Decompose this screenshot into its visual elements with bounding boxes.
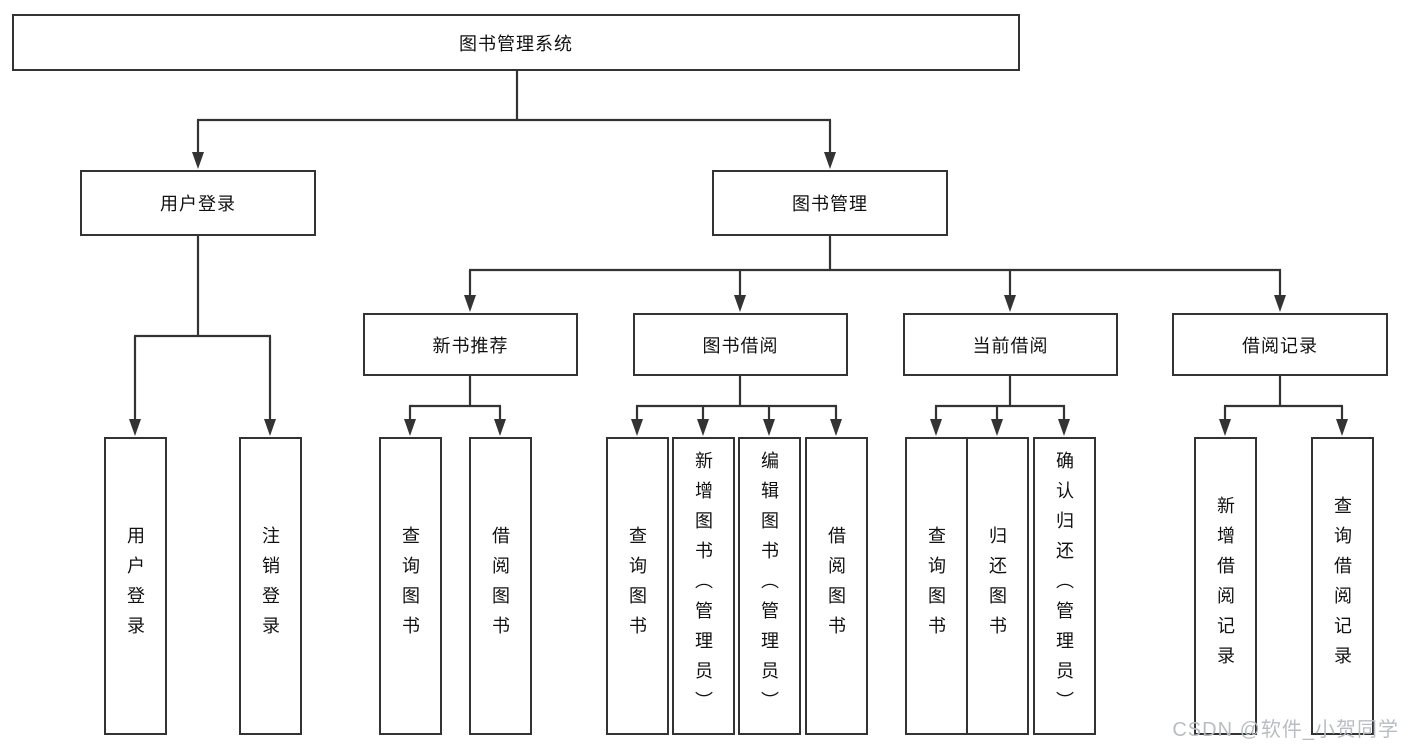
leaf-label-user-login: 用户登录 — [125, 526, 145, 646]
node-leaf-edit-books-admin: 编辑图书（管理员） — [737, 437, 801, 735]
node-label-user-login: 用户登录 — [160, 194, 236, 214]
leaf-label-query-books-3: 查询图书 — [926, 526, 946, 646]
connector-book-borrowing-split — [635, 376, 838, 421]
arrowhead-leaf-user-login — [129, 419, 141, 436]
leaf-label-borrow-books-1: 借阅图书 — [490, 526, 510, 646]
arrowhead-leaf-borrow-books-1 — [494, 419, 506, 436]
node-leaf-return-books: 归还图书 — [965, 437, 1029, 735]
arrowhead-leaf-query-books-1 — [404, 419, 416, 436]
node-leaf-borrow-books-1: 借阅图书 — [468, 437, 532, 735]
node-leaf-logout: 注销登录 — [238, 437, 302, 735]
arrowhead-leaf-logout — [264, 419, 276, 436]
node-current-borrowing: 当前借阅 — [903, 313, 1118, 376]
node-label-new-book-recommend: 新书推荐 — [432, 335, 509, 356]
node-leaf-add-books-admin: 新增图书（管理员） — [671, 437, 735, 735]
node-leaf-query-books-1: 查询图书 — [378, 437, 442, 735]
node-label-book-borrowing: 图书借阅 — [702, 335, 779, 356]
connector-root-to-level2 — [196, 71, 832, 154]
arrowhead-book-management — [824, 152, 836, 169]
connector-level2-to-level3 — [468, 236, 1282, 297]
node-book-management: 图书管理 — [712, 170, 948, 236]
node-label-current-borrowing: 当前借阅 — [972, 335, 1049, 356]
arrowhead-leaf-query-record — [1336, 419, 1348, 436]
node-library-management-system: 图书管理系统 — [12, 14, 1020, 71]
connector-current-borrowing-split — [934, 376, 1066, 421]
leaf-label-logout: 注销登录 — [260, 526, 280, 646]
connector-new-book-split — [408, 376, 502, 421]
node-leaf-query-borrow-record: 查询借阅记录 — [1310, 437, 1374, 735]
arrowhead-leaf-edit-books — [763, 419, 775, 436]
arrowhead-leaf-return-books — [991, 419, 1003, 436]
arrowhead-leaf-query-books-2 — [631, 419, 643, 436]
arrowhead-book-borrowing — [734, 295, 746, 312]
leaf-label-borrow-books-2: 借阅图书 — [826, 526, 846, 646]
arrowhead-borrowing-records — [1274, 295, 1286, 312]
node-label-book-management: 图书管理 — [792, 194, 868, 214]
csdn-watermark: CSDN @软件_小贺同学 — [1172, 719, 1399, 741]
leaf-label-edit-books-admin: 编辑图书（管理员） — [759, 451, 779, 721]
node-user-login: 用户登录 — [80, 170, 316, 236]
node-new-book-recommend: 新书推荐 — [363, 313, 578, 376]
leaf-label-return-books: 归还图书 — [987, 526, 1007, 646]
arrowhead-current-borrowing — [1004, 295, 1016, 312]
node-leaf-query-books-2: 查询图书 — [605, 437, 669, 735]
arrowhead-user-login — [192, 152, 204, 169]
node-label-root: 图书管理系统 — [459, 33, 573, 54]
arrowhead-new-book-recommend — [464, 295, 476, 312]
leaf-label-add-books-admin: 新增图书（管理员） — [693, 451, 713, 721]
node-leaf-confirm-return-admin: 确认归还（管理员） — [1032, 437, 1096, 735]
connector-borrowing-records-split — [1223, 376, 1344, 421]
arrowhead-leaf-add-record — [1219, 419, 1231, 436]
node-borrowing-records: 借阅记录 — [1172, 313, 1388, 376]
arrowhead-leaf-add-books — [697, 419, 709, 436]
node-leaf-query-books-3: 查询图书 — [904, 437, 968, 735]
leaf-label-query-books-1: 查询图书 — [400, 526, 420, 646]
arrowhead-leaf-borrow-books-2 — [830, 419, 842, 436]
node-book-borrowing: 图书借阅 — [633, 313, 848, 376]
arrowhead-leaf-query-books-3 — [930, 419, 942, 436]
arrowhead-leaf-confirm-return — [1058, 419, 1070, 436]
leaf-label-query-books-2: 查询图书 — [627, 526, 647, 646]
node-label-borrowing-records: 借阅记录 — [1242, 335, 1318, 356]
leaf-label-add-borrow-record: 新增借阅记录 — [1215, 496, 1235, 676]
connector-user-login-split — [133, 236, 272, 421]
node-leaf-user-login: 用户登录 — [103, 437, 167, 735]
node-leaf-add-borrow-record: 新增借阅记录 — [1193, 437, 1257, 735]
leaf-label-confirm-return-admin: 确认归还（管理员） — [1054, 451, 1074, 721]
node-leaf-borrow-books-2: 借阅图书 — [804, 437, 868, 735]
leaf-label-query-borrow-record: 查询借阅记录 — [1332, 496, 1352, 676]
